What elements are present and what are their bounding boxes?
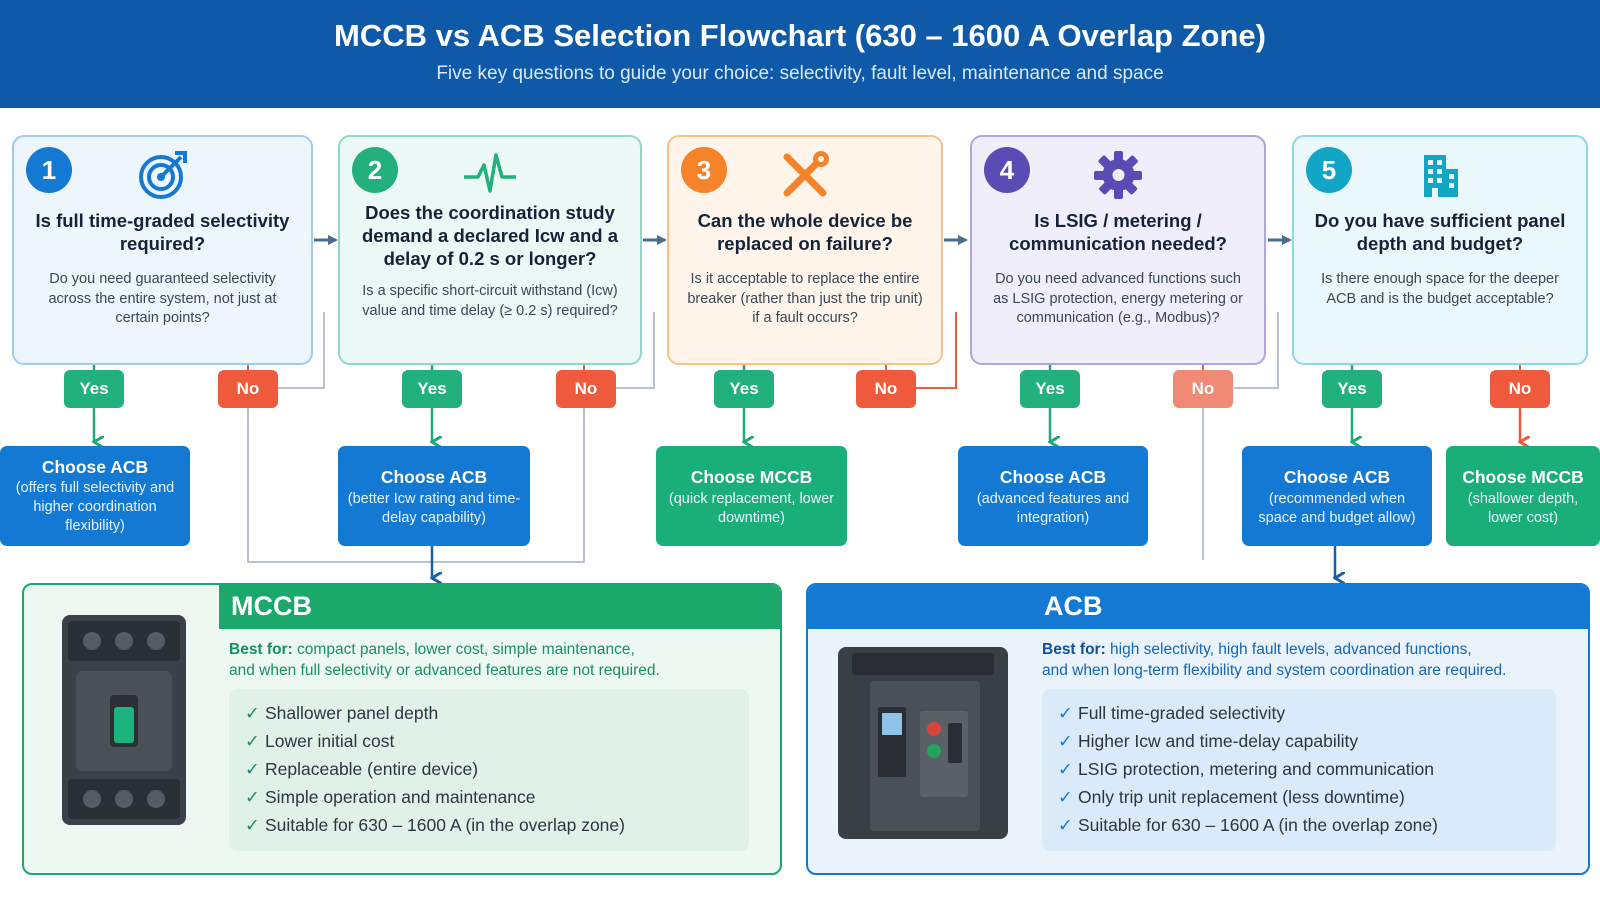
acb-feature-item: ✓Suitable for 630 – 1600 A (in the overl… <box>1058 811 1556 839</box>
acb-feature-item: ✓Higher Icw and time-delay capability <box>1058 727 1556 755</box>
yes-label: Yes <box>64 370 124 408</box>
no-label: No <box>856 370 916 408</box>
step-number-badge: 2 <box>352 147 398 193</box>
question-description: Is it acceptable to replace the entire b… <box>687 271 923 326</box>
best-for-label: Best for: <box>1042 641 1106 658</box>
yes-connectors <box>94 365 1352 442</box>
mccb-feature-item: ✓Simple operation and maintenance <box>245 783 749 811</box>
mccb-panel-title: MCCB <box>231 591 312 621</box>
tools-icon <box>783 151 829 197</box>
question-description: Is a specific short-circuit withstand (I… <box>362 283 618 319</box>
question-title: Is LSIG / metering / communication neede… <box>1009 210 1227 254</box>
mccb-feature-list: ✓Shallower panel depth ✓Lower initial co… <box>229 689 749 851</box>
result-title: Choose MCCB <box>1462 467 1584 487</box>
panel-arrows <box>432 546 1335 578</box>
result-title: Choose ACB <box>1283 467 1391 487</box>
check-icon: ✓ <box>1058 703 1073 723</box>
result-title: Choose ACB <box>999 467 1107 487</box>
target-icon <box>138 151 187 199</box>
mccb-feature-item: ✓Suitable for 630 – 1600 A (in the overl… <box>245 811 749 839</box>
best-for-line-1: high selectivity, high fault levels, adv… <box>1110 641 1472 658</box>
mccb-feature-item: ✓Lower initial cost <box>245 727 749 755</box>
question-description: Is there enough space for the deeper ACB… <box>1321 271 1559 307</box>
question-box-1: 1 Is full time-graded selectivity requir… <box>12 135 313 365</box>
acb-feature-item: ✓LSIG protection, metering and communica… <box>1058 755 1556 783</box>
no-connectors <box>247 312 1520 563</box>
check-icon: ✓ <box>245 787 260 807</box>
question-title: Is full time-graded selectivity required… <box>35 210 290 254</box>
result-description: (offers full selectivity and higher coor… <box>15 480 175 534</box>
no-label: No <box>1173 370 1233 408</box>
step-number-badge: 3 <box>681 147 727 193</box>
acb-panel-header: ACB <box>808 585 1588 629</box>
check-icon: ✓ <box>1058 759 1073 779</box>
result-description: (better Icw rating and time-delay capabi… <box>347 491 521 526</box>
best-for-line-2: and when full selectivity or advanced fe… <box>229 662 660 679</box>
mccb-best-for: Best for: compact panels, lower cost, si… <box>229 639 660 681</box>
mccb-device-image <box>62 615 186 825</box>
no-label: No <box>556 370 616 408</box>
question-title: Do you have sufficient panel depth and b… <box>1314 210 1566 254</box>
acb-feature-item: ✓Full time-graded selectivity <box>1058 699 1556 727</box>
step-number-badge: 4 <box>984 147 1030 193</box>
question-description: Do you need advanced functions such as L… <box>993 271 1243 326</box>
check-icon: ✓ <box>1058 787 1073 807</box>
step-number-badge: 5 <box>1306 147 1352 193</box>
result-title: Choose ACB <box>380 467 488 487</box>
question-title: Does the coordination study demand a dec… <box>361 202 618 269</box>
step-number-badge: 1 <box>26 147 72 193</box>
mccb-feature-item: ✓Replaceable (entire device) <box>245 755 749 783</box>
no-label: No <box>1490 370 1550 408</box>
question-box-2: 2 Does the coordination study demand a d… <box>338 135 642 365</box>
question-box-5: 5 Do you have sufficient panel depth and… <box>1292 135 1588 365</box>
result-description: (shallower depth, lower cost) <box>1467 491 1579 526</box>
result-choose-mccb-3: Choose MCCB (quick replacement, lower do… <box>656 446 847 546</box>
gear-icon <box>1094 151 1142 199</box>
building-icon <box>1424 155 1458 197</box>
result-choose-acb-4: Choose ACB (advanced features and integr… <box>958 446 1148 546</box>
mccb-summary-panel: MCCB Best for: compact panels, lower cos… <box>22 583 782 875</box>
acb-best-for: Best for: high selectivity, high fault l… <box>1042 639 1506 681</box>
result-choose-acb-2: Choose ACB (better Icw rating and time-d… <box>338 446 530 546</box>
yes-label: Yes <box>402 370 462 408</box>
page-title: MCCB vs ACB Selection Flowchart (630 – 1… <box>334 18 1266 53</box>
result-description: (quick replacement, lower downtime) <box>668 491 835 526</box>
result-choose-acb-1: Choose ACB (offers full selectivity and … <box>0 446 190 546</box>
page-subtitle: Five key questions to guide your choice:… <box>436 63 1164 84</box>
result-description: (advanced features and integration) <box>976 491 1130 526</box>
result-title: Choose ACB <box>41 457 149 477</box>
yes-label: Yes <box>1322 370 1382 408</box>
best-for-line-1: compact panels, lower cost, simple maint… <box>297 641 635 658</box>
header-banner: MCCB vs ACB Selection Flowchart (630 – 1… <box>0 0 1600 108</box>
best-for-label: Best for: <box>229 641 293 658</box>
question-box-4: 4 Is LSIG / metering / communication nee… <box>970 135 1266 365</box>
acb-panel-title: ACB <box>1044 591 1103 621</box>
question-box-3: 3 Can the whole device be replaced on fa… <box>667 135 943 365</box>
result-description: (recommended when space and budget allow… <box>1258 491 1416 526</box>
best-for-line-2: and when long-term flexibility and syste… <box>1042 662 1507 679</box>
check-icon: ✓ <box>245 703 260 723</box>
acb-summary-panel: ACB Best for: high selectivity, high fau… <box>806 583 1590 875</box>
question-title: Can the whole device be replaced on fail… <box>697 210 913 254</box>
yes-label: Yes <box>1020 370 1080 408</box>
yes-label: Yes <box>714 370 774 408</box>
acb-feature-list: ✓Full time-graded selectivity ✓Higher Ic… <box>1042 689 1556 851</box>
result-title: Choose MCCB <box>690 467 813 487</box>
mccb-panel-header: MCCB <box>219 585 780 629</box>
mccb-feature-item: ✓Shallower panel depth <box>245 699 749 727</box>
no-label: No <box>218 370 278 408</box>
result-choose-mccb-5: Choose MCCB (shallower depth, lower cost… <box>1446 446 1600 546</box>
check-icon: ✓ <box>245 815 260 835</box>
acb-feature-item: ✓Only trip unit replacement (less downti… <box>1058 783 1556 811</box>
check-icon: ✓ <box>1058 731 1073 751</box>
result-choose-acb-5: Choose ACB (recommended when space and b… <box>1242 446 1432 546</box>
check-icon: ✓ <box>245 731 260 751</box>
pulse-icon <box>464 153 516 193</box>
question-description: Do you need guaranteed selectivity acros… <box>48 271 277 326</box>
check-icon: ✓ <box>1058 815 1073 835</box>
check-icon: ✓ <box>245 759 260 779</box>
acb-device-image <box>838 647 1008 839</box>
